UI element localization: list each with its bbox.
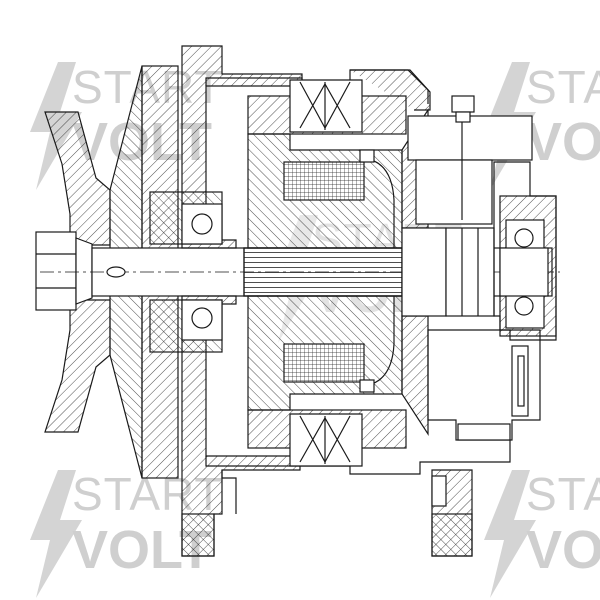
- watermark-line1: START: [526, 61, 600, 113]
- watermark-line1: START: [526, 468, 600, 520]
- lightning-bolt-icon: [484, 470, 536, 598]
- shaft-nut: [35, 231, 93, 311]
- rear-bearing: [499, 195, 557, 337]
- rotor-claw-poles: [247, 133, 403, 411]
- front-bearing: [149, 191, 223, 353]
- pulley: [44, 65, 179, 479]
- watermark-line2: VOLT: [526, 112, 600, 172]
- watermark-line2: VOLT: [526, 520, 600, 580]
- rear-cover: [427, 161, 557, 441]
- watermark-bottom-right: START VOLT: [484, 468, 600, 598]
- mounting-foot-front: [221, 470, 237, 514]
- regulator-brush-holder: [407, 95, 533, 225]
- lightning-bolt-icon: [30, 470, 82, 598]
- stator-core: [247, 79, 407, 467]
- rotor-core: [243, 247, 403, 297]
- mounting-foot-rear: [431, 469, 473, 557]
